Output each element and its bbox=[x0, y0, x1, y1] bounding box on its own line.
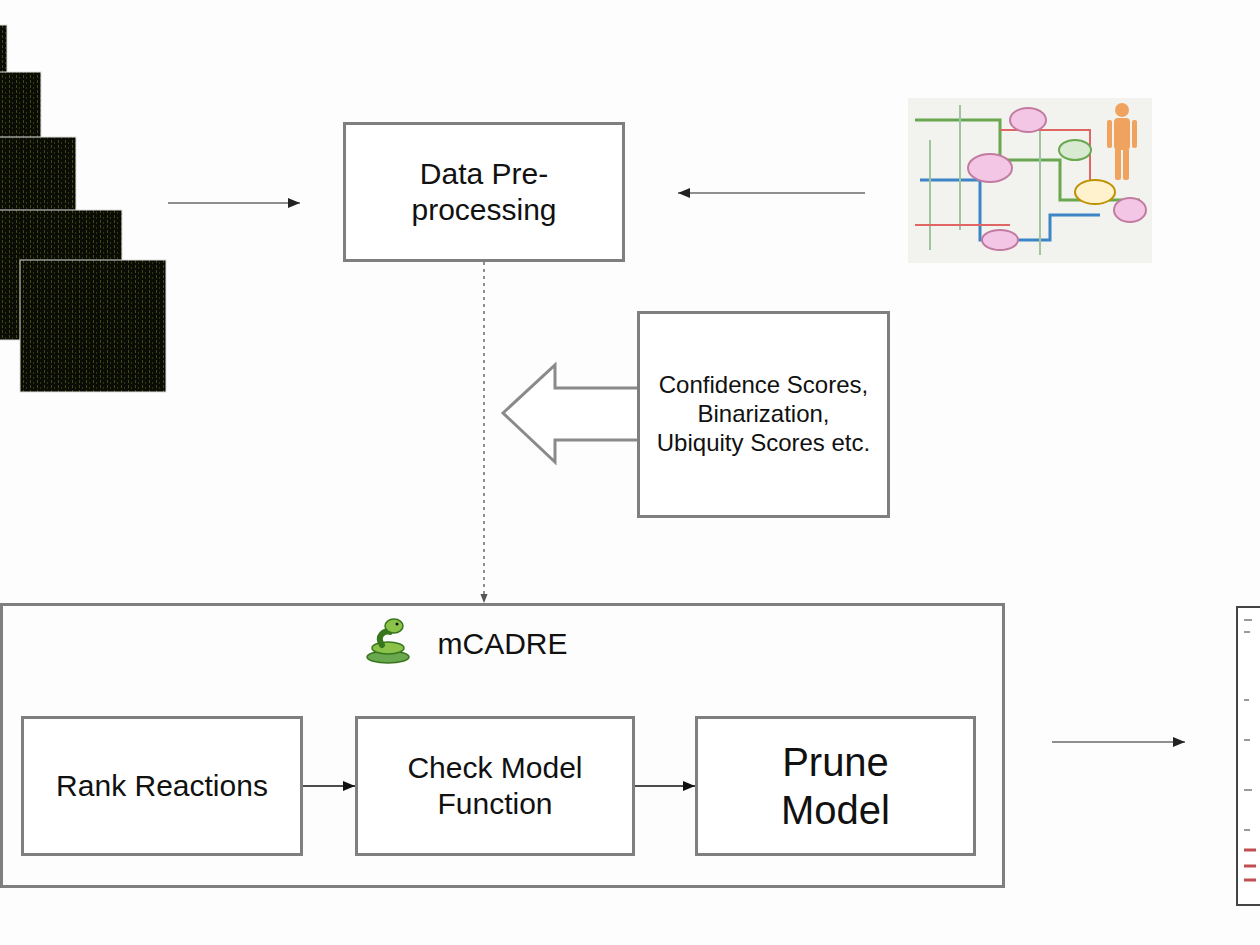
microarray-stack bbox=[0, 25, 166, 392]
box-label: Prune Model bbox=[736, 738, 936, 834]
figure-marks bbox=[1244, 620, 1252, 830]
input-arrow bbox=[678, 192, 865, 193]
map-path bbox=[915, 130, 1090, 225]
map-cycle bbox=[1010, 108, 1046, 132]
flow-arrow bbox=[635, 785, 695, 787]
box-label: Confidence Scores, Binarization, Ubiquit… bbox=[656, 371, 871, 457]
figure-page bbox=[1237, 607, 1260, 905]
map-cycle bbox=[982, 230, 1018, 250]
block-arrow bbox=[503, 365, 640, 462]
step-box: Check Model Function bbox=[355, 716, 635, 856]
map-ground bbox=[908, 98, 1152, 263]
process-box: Data Pre-processing bbox=[343, 122, 625, 262]
icon-eye bbox=[396, 623, 399, 626]
figure-leg bbox=[1115, 148, 1121, 180]
icon-head bbox=[385, 619, 403, 633]
box-label: Rank Reactions bbox=[56, 768, 268, 804]
microarray-image bbox=[20, 260, 166, 392]
map-cycle bbox=[968, 154, 1012, 182]
figure-arm bbox=[1132, 120, 1137, 148]
map-cycle bbox=[1075, 180, 1115, 204]
input-arrow bbox=[168, 202, 300, 203]
step-box: Rank Reactions bbox=[21, 716, 303, 856]
input-note-box: Confidence Scores, Binarization, Ubiquit… bbox=[637, 311, 890, 518]
module-container: mCADRE Rank Reactions Check Model Function… bbox=[0, 603, 1005, 888]
figure-body bbox=[1114, 118, 1130, 150]
icon-neck bbox=[380, 632, 390, 645]
output-arrow bbox=[1052, 741, 1185, 742]
box-label: Data Pre-processing bbox=[369, 156, 599, 228]
dotted-flow-arrow bbox=[483, 262, 484, 603]
map-cycle bbox=[1059, 140, 1091, 160]
python-icon bbox=[367, 619, 409, 663]
metabolic-map bbox=[908, 98, 1152, 263]
box-label: Check Model Function bbox=[375, 750, 615, 822]
flow-arrow bbox=[303, 785, 355, 787]
icon-coil bbox=[372, 642, 404, 654]
human-figure bbox=[1107, 103, 1137, 180]
output-figure bbox=[1237, 607, 1260, 905]
module-title: mCADRE bbox=[3, 626, 1002, 662]
figure-head bbox=[1115, 103, 1129, 117]
figure-leg bbox=[1123, 148, 1129, 180]
map-cycle bbox=[1114, 198, 1146, 222]
step-box: Prune Model bbox=[695, 716, 976, 856]
figure-arm bbox=[1107, 120, 1112, 148]
figure-marks bbox=[1244, 850, 1256, 880]
